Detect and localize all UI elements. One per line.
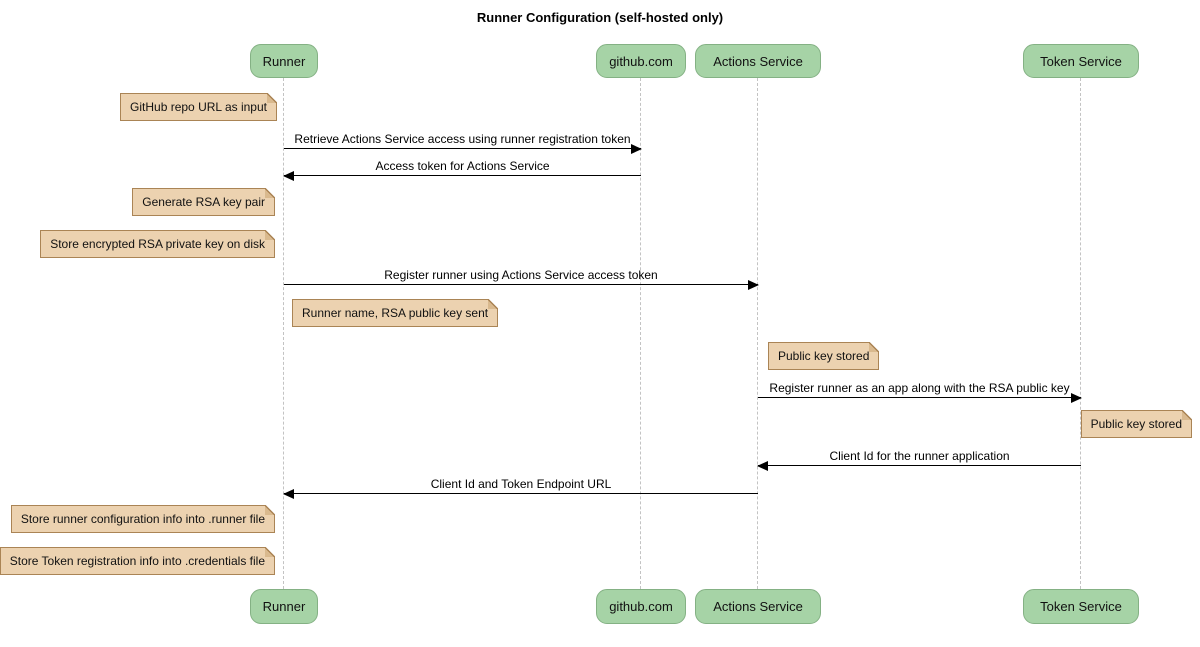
participant-token-service-bottom: Token Service xyxy=(1023,589,1139,624)
note-fold-icon xyxy=(869,342,880,352)
message-label: Register runner using Actions Service ac… xyxy=(384,268,658,282)
participant-runner-bottom: Runner xyxy=(250,589,318,624)
note-text: Public key stored xyxy=(1090,417,1182,431)
participant-github-top: github.com xyxy=(596,44,686,78)
note-runner-name-sent: Runner name, RSA public key sent xyxy=(292,299,499,327)
message-client-id: Client Id for the runner application xyxy=(757,449,1081,471)
message-client-id-endpoint: Client Id and Token Endpoint URL xyxy=(283,477,758,499)
arrowhead-right-icon xyxy=(1071,393,1082,403)
participant-actions-service-bottom: Actions Service xyxy=(695,589,821,624)
lifeline-token-service xyxy=(1080,78,1081,589)
lifeline-runner xyxy=(283,78,284,589)
note-fold-icon xyxy=(1182,410,1192,420)
arrowhead-right-icon xyxy=(748,280,759,290)
note-store-credentials-file: Store Token registration info into .cred… xyxy=(0,547,275,575)
message-line xyxy=(757,461,1081,471)
note-fold-icon xyxy=(265,547,275,557)
note-fold-icon xyxy=(265,505,275,515)
participant-actions-service-top: Actions Service xyxy=(695,44,821,78)
note-store-private-key: Store encrypted RSA private key on disk xyxy=(40,230,275,258)
participant-token-service-top: Token Service xyxy=(1023,44,1139,78)
message-label: Client Id for the runner application xyxy=(829,449,1010,463)
diagram-title: Runner Configuration (self-hosted only) xyxy=(476,10,724,25)
arrowhead-left-icon xyxy=(757,461,768,471)
message-register-runner: Register runner using Actions Service ac… xyxy=(284,268,759,290)
arrowhead-right-icon xyxy=(631,144,642,154)
message-label: Register runner as an app along with the… xyxy=(769,381,1070,395)
lifeline-github xyxy=(640,78,641,589)
participant-github-bottom: github.com xyxy=(596,589,686,624)
note-text: GitHub repo URL as input xyxy=(130,100,267,114)
message-label: Client Id and Token Endpoint URL xyxy=(430,477,612,491)
note-generate-rsa-key: Generate RSA key pair xyxy=(132,188,275,216)
note-github-repo-url: GitHub repo URL as input xyxy=(120,93,277,121)
note-public-key-stored-token: Public key stored xyxy=(1080,410,1192,438)
message-line xyxy=(283,171,641,181)
note-fold-icon xyxy=(488,299,499,309)
note-store-runner-file: Store runner configuration info into .ru… xyxy=(10,505,275,533)
note-fold-icon xyxy=(267,93,277,103)
note-text: Public key stored xyxy=(778,349,870,363)
message-access-token: Access token for Actions Service xyxy=(283,159,641,181)
note-text: Runner name, RSA public key sent xyxy=(302,306,489,320)
message-line xyxy=(284,280,759,290)
message-label: Access token for Actions Service xyxy=(375,159,550,173)
note-fold-icon xyxy=(265,188,275,198)
arrowhead-left-icon xyxy=(283,489,294,499)
note-text: Store Token registration info into .cred… xyxy=(9,554,265,568)
message-label: Retrieve Actions Service access using ru… xyxy=(294,132,631,146)
message-line xyxy=(283,489,758,499)
lifeline-actions-service xyxy=(757,78,758,589)
note-text: Store runner configuration info into .ru… xyxy=(20,512,265,526)
participant-runner-top: Runner xyxy=(250,44,318,78)
message-retrieve-access: Retrieve Actions Service access using ru… xyxy=(284,132,642,154)
note-text: Store encrypted RSA private key on disk xyxy=(50,237,265,251)
note-public-key-stored-actions: Public key stored xyxy=(768,342,880,370)
message-line xyxy=(758,393,1082,403)
note-fold-icon xyxy=(265,230,275,240)
message-line xyxy=(284,144,642,154)
note-text: Generate RSA key pair xyxy=(142,195,265,209)
arrowhead-left-icon xyxy=(283,171,294,181)
message-register-app: Register runner as an app along with the… xyxy=(758,381,1082,403)
